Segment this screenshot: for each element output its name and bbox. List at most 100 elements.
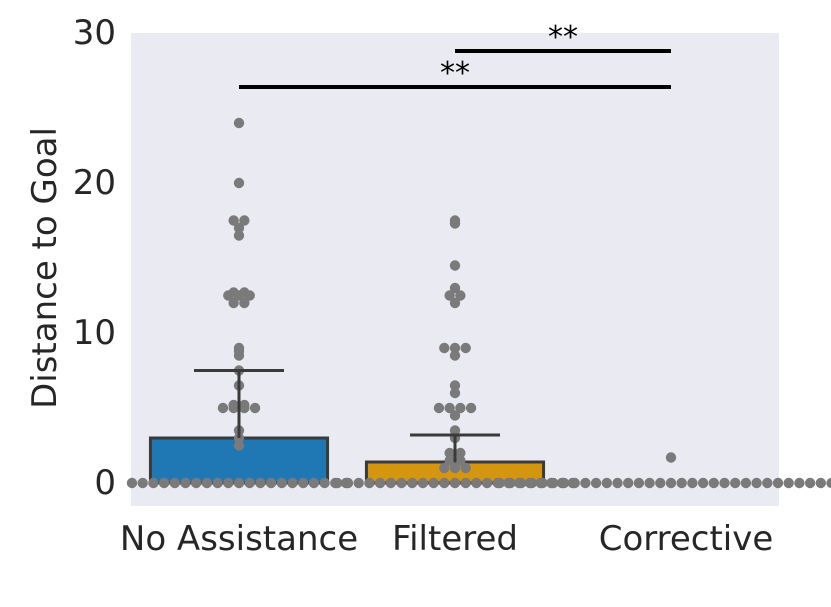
data-point: [751, 477, 762, 489]
data-point: [697, 477, 709, 489]
data-point: [276, 477, 287, 489]
x-tick-label: No Assistance: [120, 519, 358, 559]
y-tick-label: 10: [73, 313, 116, 353]
y-tick-label: 30: [73, 13, 116, 53]
data-point: [223, 477, 234, 489]
data-point: [439, 342, 450, 354]
data-point: [439, 477, 450, 489]
data-point: [444, 455, 455, 466]
y-tick-label: 0: [94, 463, 116, 503]
y-tick-label: 20: [73, 163, 116, 203]
data-point: [826, 477, 831, 489]
data-point: [687, 477, 698, 489]
data-point: [526, 477, 538, 489]
y-axis-label: Distance to Goal: [25, 127, 65, 409]
data-point: [612, 477, 623, 489]
data-point: [449, 462, 461, 474]
data-point: [239, 215, 250, 226]
data-point: [505, 477, 516, 489]
data-point: [455, 455, 466, 466]
data-point: [762, 477, 773, 489]
data-point: [633, 477, 645, 489]
data-point: [239, 297, 250, 309]
data-point: [212, 477, 223, 489]
data-point: [449, 410, 461, 421]
data-point: [804, 477, 816, 489]
data-point: [449, 380, 461, 391]
data-point: [374, 477, 386, 489]
data-point: [191, 477, 202, 489]
data-point: [460, 342, 471, 354]
data-point: [548, 477, 559, 489]
data-point: [265, 477, 277, 489]
data-point: [244, 477, 255, 489]
data-point: [455, 447, 466, 459]
data-point: [708, 477, 719, 489]
data-point: [239, 399, 250, 411]
data-point: [137, 477, 148, 489]
data-point: [228, 287, 239, 298]
data-point: [417, 477, 429, 489]
data-point: [449, 477, 461, 489]
data-point: [655, 477, 666, 489]
data-point: [455, 290, 466, 301]
data-point: [233, 230, 245, 241]
data-point: [665, 477, 677, 489]
data-point: [233, 117, 245, 129]
data-point: [449, 260, 461, 271]
data-point: [465, 402, 477, 414]
x-tick-label: Filtered: [392, 519, 518, 559]
data-point: [665, 452, 677, 463]
significance-label: **: [548, 20, 578, 55]
data-point: [580, 477, 591, 489]
data-point: [537, 477, 548, 489]
data-point: [342, 477, 354, 489]
data-point: [449, 282, 461, 294]
data-point: [815, 477, 826, 489]
data-point: [794, 477, 805, 489]
data-point: [439, 462, 450, 474]
data-point: [233, 440, 245, 451]
data-point: [396, 477, 407, 489]
data-point: [623, 477, 634, 489]
data-point: [471, 477, 482, 489]
data-point: [385, 477, 396, 489]
significance-label: **: [440, 56, 470, 91]
data-point: [148, 477, 159, 489]
data-point: [217, 402, 229, 414]
data-point: [590, 477, 602, 489]
data-point: [444, 290, 455, 301]
data-point: [126, 477, 138, 489]
x-tick-label: Corrective: [599, 519, 774, 559]
data-point: [233, 222, 245, 234]
data-point: [481, 477, 493, 489]
data-point: [353, 477, 364, 489]
data-point: [239, 287, 250, 298]
data-point: [180, 477, 191, 489]
data-point: [228, 297, 239, 309]
data-point: [601, 477, 612, 489]
data-point: [740, 477, 752, 489]
data-point: [676, 477, 687, 489]
data-point: [158, 477, 170, 489]
data-point: [233, 177, 245, 189]
data-point: [255, 477, 266, 489]
data-point: [444, 447, 455, 459]
data-point: [433, 402, 445, 414]
data-point: [449, 342, 461, 354]
data-point: [298, 477, 309, 489]
data-point: [516, 477, 527, 489]
data-point: [249, 402, 261, 414]
data-point: [449, 350, 461, 361]
data-point: [201, 477, 213, 489]
data-point: [449, 215, 461, 226]
data-point: [444, 402, 455, 414]
data-point: [233, 477, 245, 489]
data-point: [449, 425, 461, 436]
data-point: [364, 477, 375, 489]
data-point: [407, 477, 418, 489]
data-point: [319, 477, 330, 489]
data-point: [730, 477, 741, 489]
data-point: [428, 477, 439, 489]
